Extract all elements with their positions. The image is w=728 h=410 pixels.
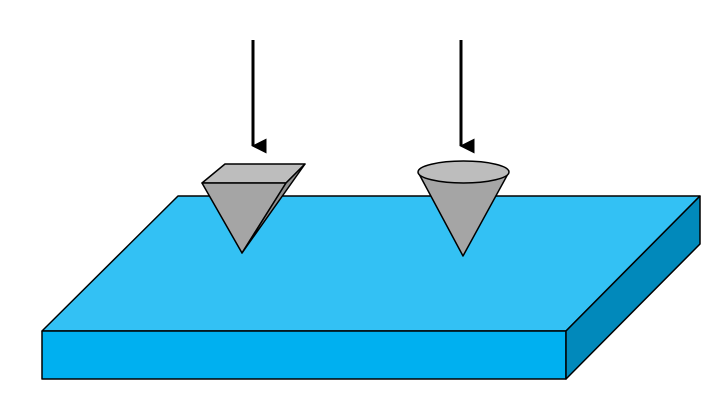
pyramid-indenter-icon: [201, 163, 306, 254]
material-slab: [41, 195, 701, 380]
slab-front-face: [41, 330, 567, 380]
cone-body: [417, 171, 510, 257]
cone-indenter-icon: [417, 160, 510, 257]
pyramid-side-face: [241, 163, 306, 254]
cone-top-face: [417, 160, 510, 184]
slab-side-face: [565, 195, 701, 380]
